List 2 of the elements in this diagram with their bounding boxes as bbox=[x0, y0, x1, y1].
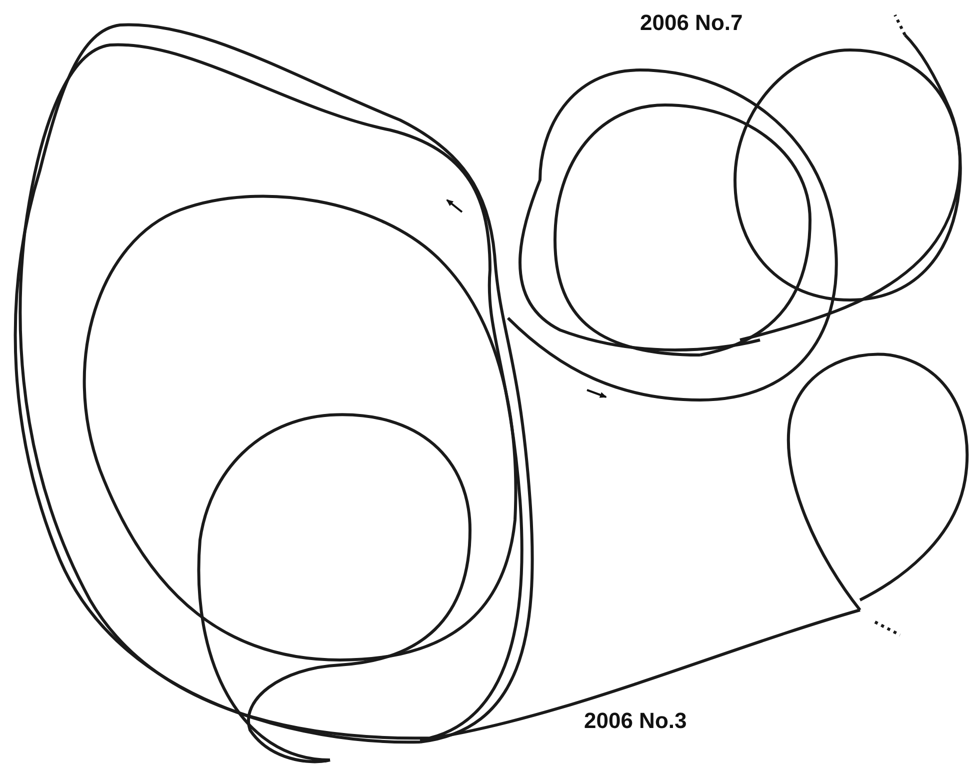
track-label: 2006 No.3 bbox=[584, 708, 687, 734]
track-label: 2006 No.7 bbox=[640, 10, 743, 36]
